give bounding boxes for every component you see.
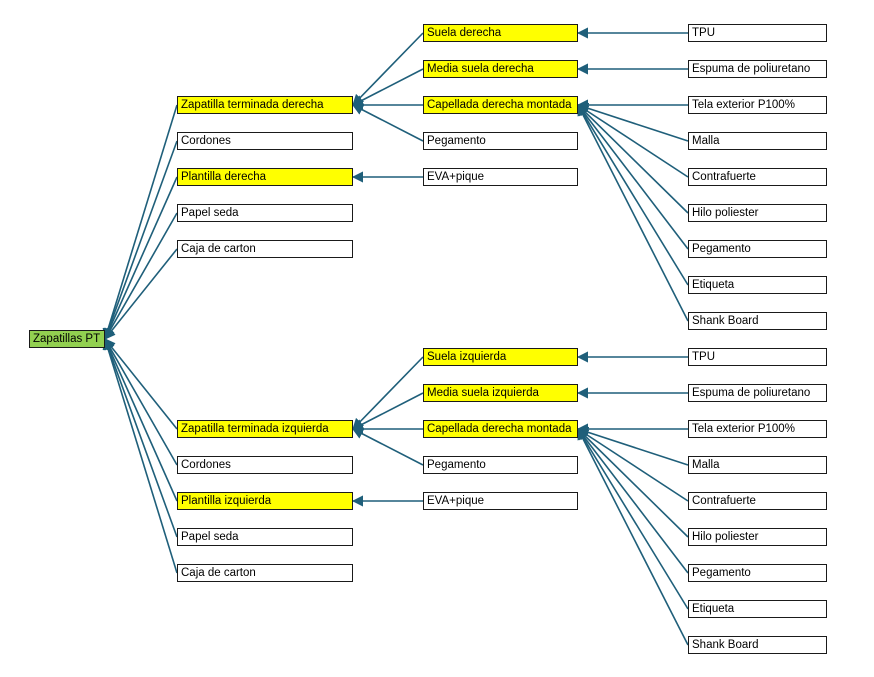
node-suela-derecha: Suela derecha [423,24,578,42]
node-caja-de-carton-derecha: Caja de carton [177,240,353,258]
node-pegamento-izquierda: Pegamento [423,456,578,474]
node-suela-izquierda: Suela izquierda [423,348,578,366]
node-media-suela-izquierda: Media suela izquierda [423,384,578,402]
node-plantilla-izquierda: Plantilla izquierda [177,492,353,510]
connector-r_capellada-r_malla [576,102,689,142]
node-tpu-izquierda: TPU [688,348,827,366]
node-pegamento-capellada-izquierda: Pegamento [688,564,827,582]
node-contrafuerte-izquierda: Contrafuerte [688,492,827,510]
connector-r_capellada-r_etiqueta [577,104,689,286]
node-malla-derecha: Malla [688,132,827,150]
node-zapatilla-terminada-izquierda: Zapatilla terminada izquierda [177,420,353,438]
node-capellada-izquierda-montada: Capellada derecha montada [423,420,578,438]
node-tpu-derecha: TPU [688,24,827,42]
node-pegamento-derecha: Pegamento [423,132,578,150]
node-cordones-derecha: Cordones [177,132,353,150]
node-zapatillas-pt: Zapatillas PT [29,330,105,348]
node-pegamento-capellada-derecha: Pegamento [688,240,827,258]
connector-r_zapatilla-r_suela [352,32,424,106]
connector-root-r_cordones [103,140,178,341]
connector-l_zapatilla-l_pegamento2 [352,428,424,466]
connector-r_capellada-r_hilo [577,104,689,214]
connector-l_capellada-l_contrafuerte [577,428,689,502]
connector-l_capellada-l_hilo [577,428,689,538]
connector-l_zapatilla-l_suela [352,356,424,430]
connector-root-l_cordones [104,338,178,466]
node-plantilla-derecha: Plantilla derecha [177,168,353,186]
connector-root-l_caja [102,337,178,574]
node-zapatilla-terminada-derecha: Zapatilla terminada derecha [177,96,353,114]
connector-root-l_papel [103,337,178,538]
node-etiqueta-izquierda: Etiqueta [688,600,827,618]
node-caja-de-carton-izquierda: Caja de carton [177,564,353,582]
node-papel-seda-izquierda: Papel seda [177,528,353,546]
connector-root-r_zapatilla [102,104,178,341]
connector-root-l_zapatilla [104,338,178,430]
node-tela-exterior-derecha: Tela exterior P100% [688,96,827,114]
node-shank-board-izquierda: Shank Board [688,636,827,654]
connector-l_capellada-l_malla [576,426,689,466]
connector-l_capellada-l_shank [577,428,689,646]
connector-l_capellada-l_etiqueta [577,428,689,610]
node-capellada-derecha-montada: Capellada derecha montada [423,96,578,114]
connector-r_zapatilla-r_media [352,68,424,106]
node-shank-board-derecha: Shank Board [688,312,827,330]
node-eva-pique-izquierda: EVA+pique [423,492,578,510]
connector-l_zapatilla-l_media [352,392,424,430]
connector-r_capellada-r_shank [577,104,689,322]
node-hilo-poliester-derecha: Hilo poliester [688,204,827,222]
connector-root-r_caja [104,248,178,340]
node-tela-exterior-izquierda: Tela exterior P100% [688,420,827,438]
connector-r_capellada-r_contrafuerte [577,104,689,178]
connector-r_zapatilla-r_pegamento2 [352,104,424,142]
node-eva-pique-derecha: EVA+pique [423,168,578,186]
connector-r_capellada-r_pegamento3 [577,104,689,250]
node-etiqueta-derecha: Etiqueta [688,276,827,294]
connector-root-r_plantilla [103,176,178,341]
node-espuma-izquierda: Espuma de poliuretano [688,384,827,402]
node-media-suela-derecha: Media suela derecha [423,60,578,78]
node-contrafuerte-derecha: Contrafuerte [688,168,827,186]
connector-root-r_papel [104,212,178,340]
node-malla-izquierda: Malla [688,456,827,474]
node-papel-seda-derecha: Papel seda [177,204,353,222]
node-hilo-poliester-izquierda: Hilo poliester [688,528,827,546]
connector-l_capellada-l_pegamento3 [577,428,689,574]
connector-root-l_plantilla [103,337,178,502]
node-cordones-izquierda: Cordones [177,456,353,474]
node-espuma-derecha: Espuma de poliuretano [688,60,827,78]
